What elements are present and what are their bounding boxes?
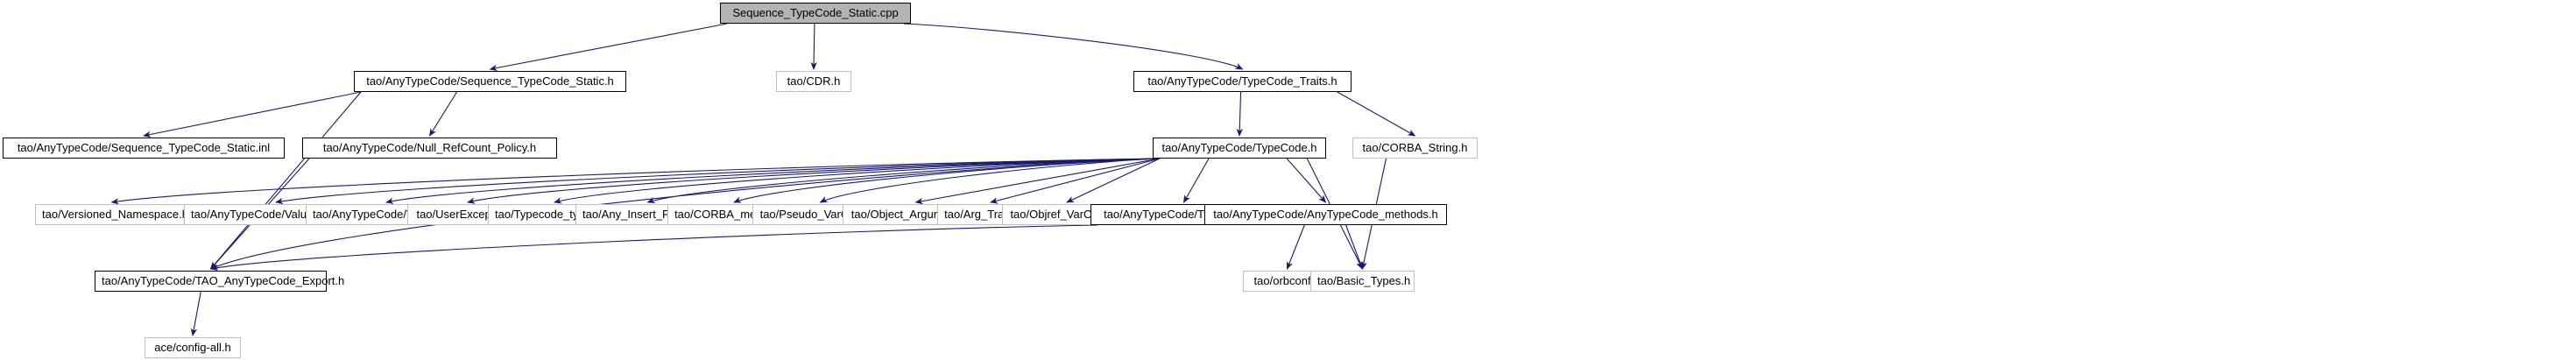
graph-edge bbox=[990, 158, 1161, 204]
graph-node[interactable]: tao/AnyTypeCode/TAO_AnyTypeCode_Export.h bbox=[95, 271, 344, 292]
graph-edge bbox=[143, 91, 362, 138]
graph-node[interactable]: tao/AnyTypeCode/Sequence_TypeCode_Static… bbox=[354, 71, 626, 92]
graph-node[interactable]: tao/AnyTypeCode/Null_RefCount_Policy.h bbox=[302, 138, 557, 159]
graph-edge bbox=[1345, 224, 1364, 270]
graph-edge bbox=[209, 224, 1098, 272]
graph-edge bbox=[914, 158, 1161, 205]
graph-edge bbox=[190, 291, 201, 336]
graph-edge bbox=[110, 158, 1161, 205]
graph-edge bbox=[1183, 158, 1210, 203]
graph-edge bbox=[1286, 158, 1327, 203]
graph-node[interactable]: tao/Versioned_Namespace.h bbox=[35, 204, 188, 225]
graph-node-root[interactable]: Sequence_TypeCode_Static.cpp bbox=[720, 3, 911, 24]
graph-edge bbox=[810, 23, 817, 70]
graph-node[interactable]: tao/AnyTypeCode/Sequence_TypeCode_Static… bbox=[3, 138, 285, 159]
graph-node[interactable]: ace/config-all.h bbox=[145, 337, 241, 358]
graph-edge bbox=[489, 23, 728, 72]
graph-edge bbox=[903, 23, 1244, 70]
graph-node[interactable]: tao/CDR.h bbox=[776, 71, 851, 92]
graph-edge bbox=[1066, 158, 1161, 203]
graph-edge bbox=[554, 158, 1161, 204]
graph-node[interactable]: tao/AnyTypeCode/AnyTypeCode_methods.h bbox=[1204, 204, 1447, 225]
graph-edge bbox=[1286, 224, 1305, 270]
graph-edge bbox=[209, 91, 362, 270]
graph-node[interactable]: tao/Basic_Types.h bbox=[1310, 271, 1415, 292]
graph-node[interactable]: tao/CORBA_String.h bbox=[1352, 138, 1478, 159]
graph-edge bbox=[646, 158, 1161, 204]
graph-node[interactable]: tao/AnyTypeCode/TypeCode_Traits.h bbox=[1133, 71, 1352, 92]
graph-node[interactable]: tao/AnyTypeCode/TypeCode.h bbox=[1153, 138, 1326, 159]
edge-group bbox=[110, 23, 1416, 336]
graph-edge bbox=[209, 158, 1161, 270]
graph-edge bbox=[428, 91, 458, 137]
graph-edge bbox=[1236, 91, 1243, 137]
graph-edge bbox=[819, 158, 1161, 203]
graph-edge bbox=[1337, 91, 1416, 137]
